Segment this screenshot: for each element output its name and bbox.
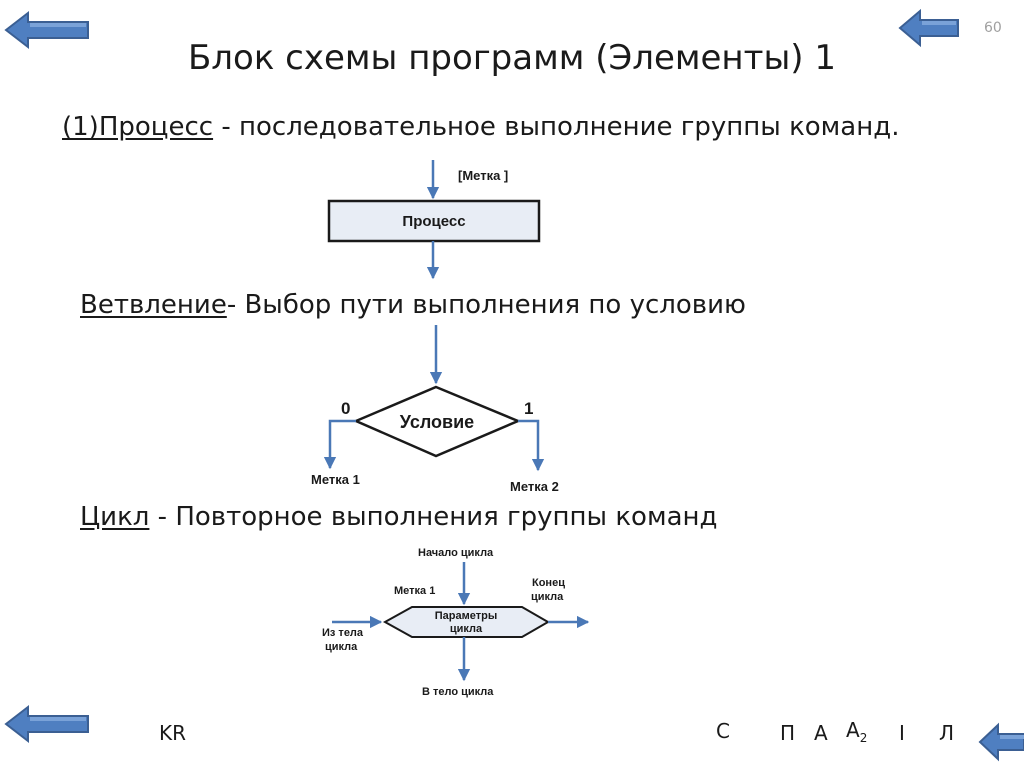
condition-diamond — [352, 385, 522, 458]
loop-params-text-2: цикла — [450, 623, 483, 635]
branch-label-2: Метка 2 — [510, 479, 559, 494]
nav-back-top-right-icon[interactable] — [898, 8, 960, 48]
footer-a2-letter: А — [846, 718, 860, 742]
footer-i: I — [899, 721, 905, 745]
branch-term: Ветвление — [80, 290, 227, 320]
slide-title: Блок схемы программ (Элементы) 1 — [187, 38, 837, 78]
branch-label-1: Метка 1 — [311, 472, 360, 487]
loop-end-label-1: Конец — [532, 577, 565, 589]
loop-end-label-2: цикла — [531, 591, 564, 603]
loop-label-1: Метка 1 — [394, 585, 435, 597]
branch-one: 1 — [524, 399, 533, 418]
footer-p: П — [780, 721, 796, 745]
loop-term: Цикл — [80, 502, 150, 532]
loop-line: Цикл - Повторное выполнения группы коман… — [80, 502, 717, 532]
loop-params-text-1: Параметры — [435, 610, 497, 622]
process-line: (1)Процесс - последовательное выполнение… — [62, 112, 899, 142]
footer-l: Л — [939, 721, 955, 745]
loop-definition: - Повторное выполнения группы команд — [149, 502, 718, 532]
footer-kr: KR — [159, 721, 187, 745]
loop-to-body-label: В тело цикла — [422, 686, 494, 698]
process-box — [327, 199, 541, 243]
nav-back-bottom-right-icon[interactable] — [978, 722, 1024, 762]
page-number: 60 — [984, 20, 1002, 36]
nav-back-top-left-icon[interactable] — [4, 10, 90, 50]
footer-a: А — [814, 721, 828, 745]
branch-line: Ветвление- Выбор пути выполнения по усло… — [80, 290, 746, 320]
condition-text: Условие — [400, 412, 474, 432]
branch-zero: 0 — [341, 399, 350, 418]
nav-back-bottom-left-icon[interactable] — [4, 704, 90, 744]
branch-left-arrow — [323, 419, 356, 470]
process-term: (1)Процесс — [62, 112, 214, 142]
branch-right-arrow — [518, 419, 545, 472]
footer-a2: А2 — [846, 718, 867, 745]
branch-definition: - Выбор пути выполнения по условию — [226, 290, 746, 320]
footer-a2-subscript: 2 — [859, 731, 868, 745]
loop-start-label: Начало цикла — [418, 547, 494, 559]
loop-from-body-label-2: цикла — [325, 641, 358, 653]
loop-from-body-label-1: Из тела — [322, 627, 364, 639]
footer-c: С — [716, 719, 730, 743]
process-box-text: Процесс — [402, 213, 465, 230]
process-label: [Метка ] — [458, 168, 508, 183]
process-definition: - последовательное выполнение группы ком… — [213, 112, 900, 142]
